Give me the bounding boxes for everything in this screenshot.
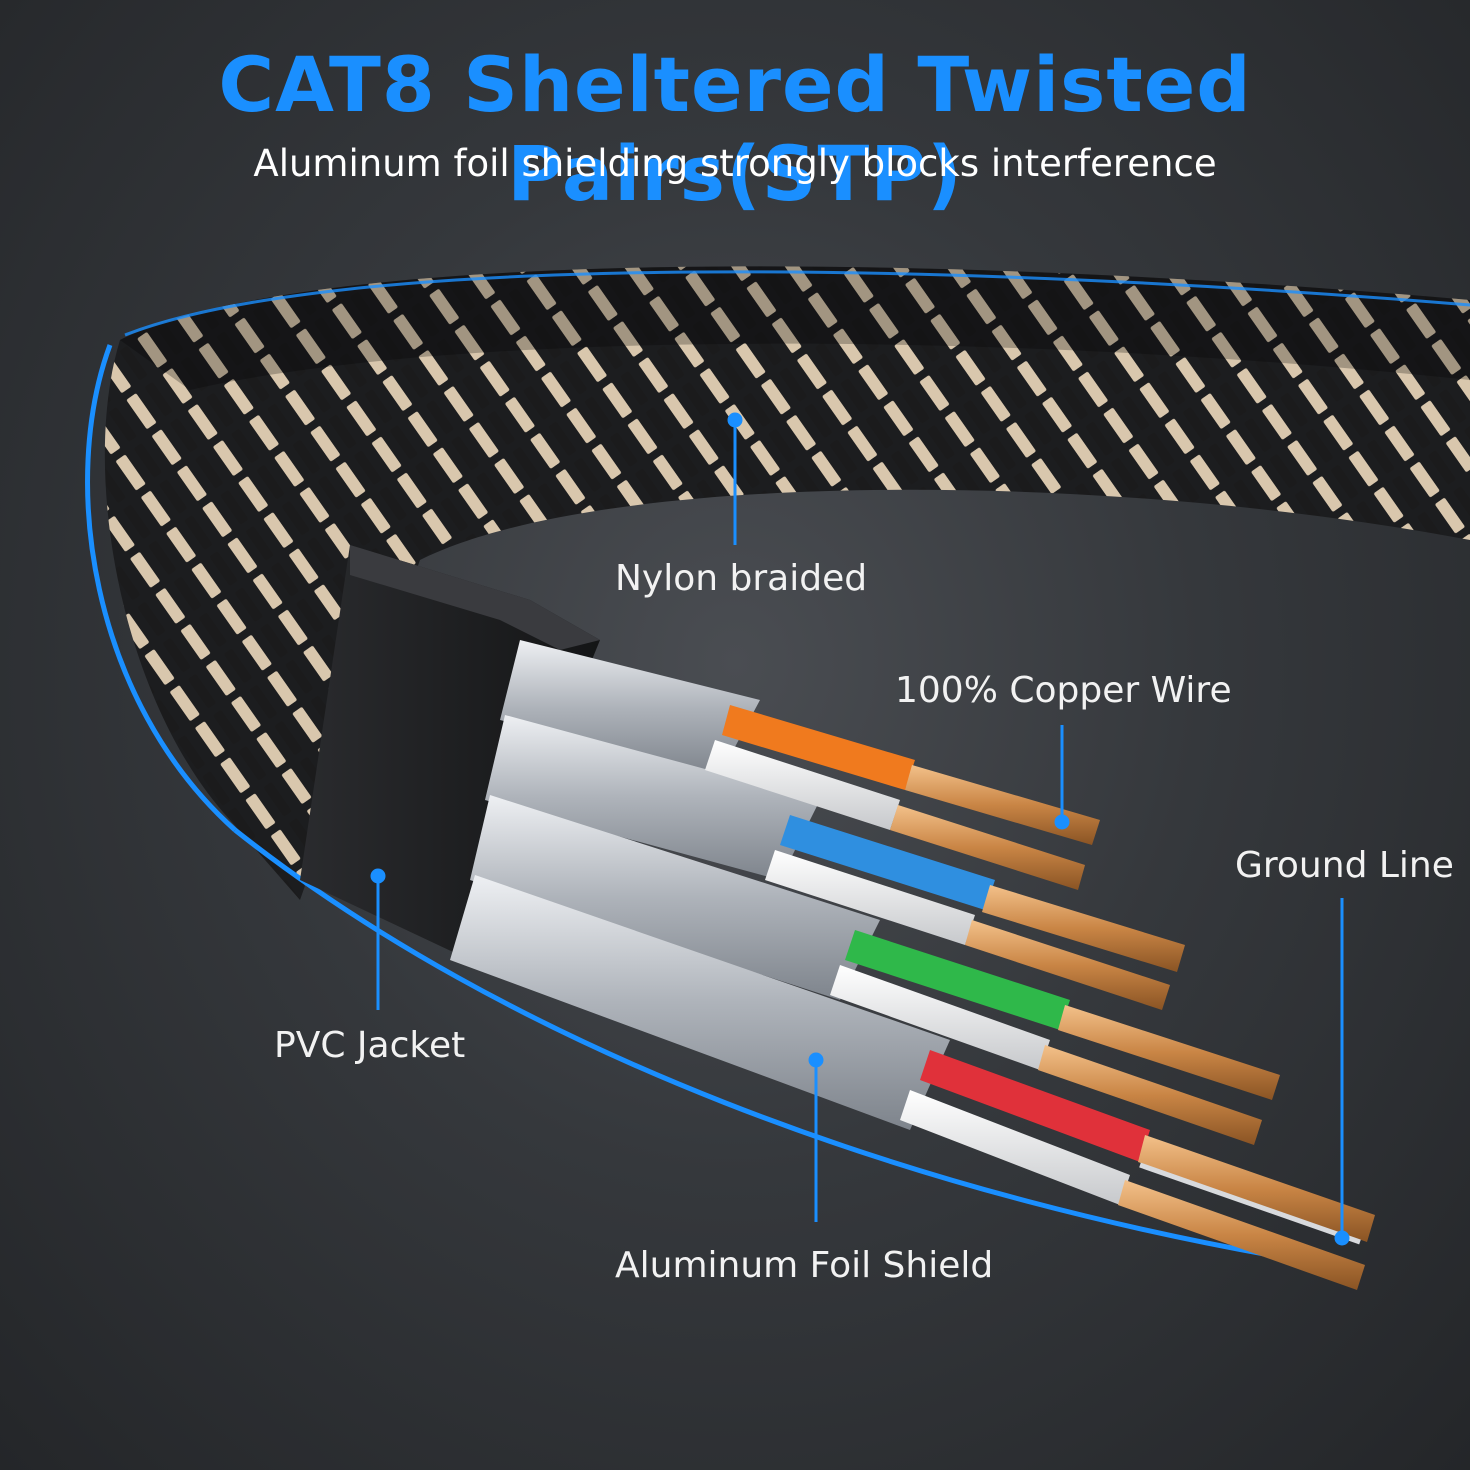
callout-ground-line: Ground Line: [1235, 845, 1454, 886]
callout-aluminum-foil-shield: Aluminum Foil Shield: [615, 1245, 994, 1286]
callout-copper-wire: 100% Copper Wire: [895, 670, 1232, 711]
braided-cable: [85, 266, 1470, 1273]
foil-shield-4: [450, 875, 950, 1130]
copper-dot-marker: [1054, 814, 1070, 830]
pair-blue: [765, 815, 1185, 1010]
page-subtitle: Aluminum foil shielding strongly blocks …: [253, 142, 1217, 185]
foil-shield-1: [500, 640, 760, 775]
callout-lines: [370, 412, 1350, 1246]
callout-pvc-jacket: PVC Jacket: [274, 1025, 466, 1066]
foil-dot-marker: [808, 1052, 824, 1068]
callout-nylon-braided: Nylon braided: [615, 558, 868, 599]
nylon-dot-marker: [727, 412, 743, 428]
pvc-dot-marker: [370, 868, 386, 884]
pair-green: [830, 930, 1280, 1145]
pair-red: [900, 1050, 1375, 1290]
foil-shield-3: [470, 795, 880, 1000]
pair-orange: [705, 705, 1100, 890]
page-title: CAT8 Sheltered Twisted Pairs(STP): [218, 40, 1252, 218]
foil-shield-2: [485, 715, 820, 880]
ground-dot-marker: [1334, 1230, 1350, 1246]
